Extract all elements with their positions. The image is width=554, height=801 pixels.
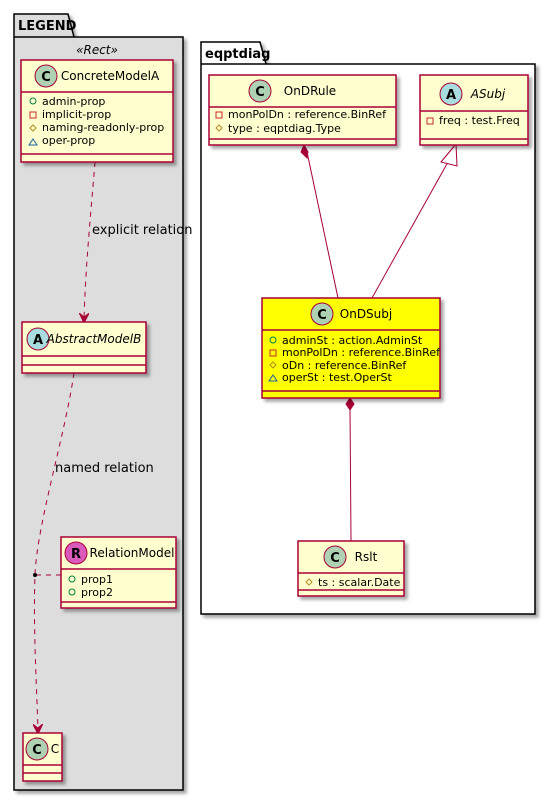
legend-package-name: LEGEND [18, 19, 77, 34]
class-rslt[interactable]: C Rslt ts : scalar.Date [297, 540, 405, 597]
package-private-icon [268, 374, 278, 382]
class-name: ConcreteModelA [61, 69, 160, 83]
attr-implicit-prop: implicit-prop [42, 108, 111, 121]
public-icon [68, 588, 76, 596]
class-name: RelationModel [90, 546, 175, 560]
ondsubj-rslt-composition [349, 407, 352, 542]
class-name: OnDRule [284, 84, 336, 98]
package-private-icon [28, 138, 38, 146]
eqptdiag-package-name: eqptdiag [205, 47, 270, 62]
public-icon [29, 97, 37, 105]
class-concrete-model-a[interactable]: C ConcreteModelA admin-prop implicit-pro… [20, 59, 174, 163]
eqptdiag-edges [300, 142, 458, 542]
private-icon [215, 111, 223, 119]
public-icon [68, 575, 76, 583]
class-ondrule[interactable]: C OnDRule monPolDn : reference.BinRef ty… [208, 74, 397, 146]
class-kind-icon: C [255, 85, 265, 100]
class-kind-icon: C [32, 743, 42, 758]
composition-diamond-bottom [345, 397, 355, 411]
class-kind-icon: R [71, 547, 81, 562]
class-relation-model[interactable]: R RelationModel prop1 prop2 [60, 536, 177, 609]
class-kind-icon: C [41, 70, 51, 85]
attr-adminst: adminSt : action.AdminSt [282, 334, 423, 347]
protected-icon [269, 361, 277, 369]
attr-monpoldn: monPolDn : reference.BinRef [228, 108, 387, 121]
class-name: C [51, 742, 59, 756]
class-name: ASubj [470, 87, 506, 101]
legend-stereotype: «Rect» [76, 43, 118, 57]
private-icon [426, 117, 434, 125]
attr-prop1: prop1 [81, 573, 113, 586]
class-abstract-model-b[interactable]: A AbstractModelB [21, 321, 147, 374]
legend-edges: explicit relation named relation [33, 161, 192, 733]
protected-icon [305, 578, 313, 586]
class-kind-icon: A [33, 333, 43, 348]
attr-freq: freq : test.Freq [439, 114, 520, 127]
attr-monpoldn: monPolDn : reference.BinRef [282, 346, 441, 359]
private-icon [29, 111, 37, 119]
class-kind-icon: A [446, 88, 456, 103]
attr-naming-readonly-prop: naming-readonly-prop [42, 121, 164, 134]
protected-icon [29, 124, 37, 132]
generalization-triangle [440, 142, 458, 167]
class-name: OnDSubj [340, 307, 392, 321]
private-icon [269, 349, 277, 357]
class-ondsubj[interactable]: C OnDSubj adminSt : action.AdminSt monPo… [261, 297, 441, 399]
class-asubj[interactable]: A ASubj freq : test.Freq [419, 74, 529, 146]
named-relation-label: named relation [55, 461, 154, 476]
class-name: Rslt [355, 550, 378, 564]
class-name: AbstractModelB [46, 332, 142, 346]
attr-admin-prop: admin-prop [42, 95, 105, 108]
ondrule-ondsubj-composition [306, 151, 339, 299]
asubj-ondsubj-generalization [371, 161, 449, 299]
class-c[interactable]: C C [22, 732, 63, 782]
attr-operst: operSt : test.OperSt [282, 371, 393, 384]
class-kind-icon: C [330, 551, 340, 566]
relation-junction-dot [33, 573, 37, 577]
class-kind-icon: C [317, 308, 327, 323]
attr-type: type : eqptdiag.Type [228, 122, 341, 135]
attr-prop2: prop2 [81, 586, 113, 599]
protected-icon [215, 124, 223, 132]
explicit-relation-label: explicit relation [92, 223, 192, 238]
composition-diamond-top [300, 143, 309, 160]
attr-ts: ts : scalar.Date [318, 576, 401, 589]
attr-oper-prop: oper-prop [42, 134, 95, 147]
attr-odn: oDn : reference.BinRef [282, 359, 407, 372]
public-icon [269, 336, 277, 344]
explicit-relation-edge [84, 161, 96, 322]
